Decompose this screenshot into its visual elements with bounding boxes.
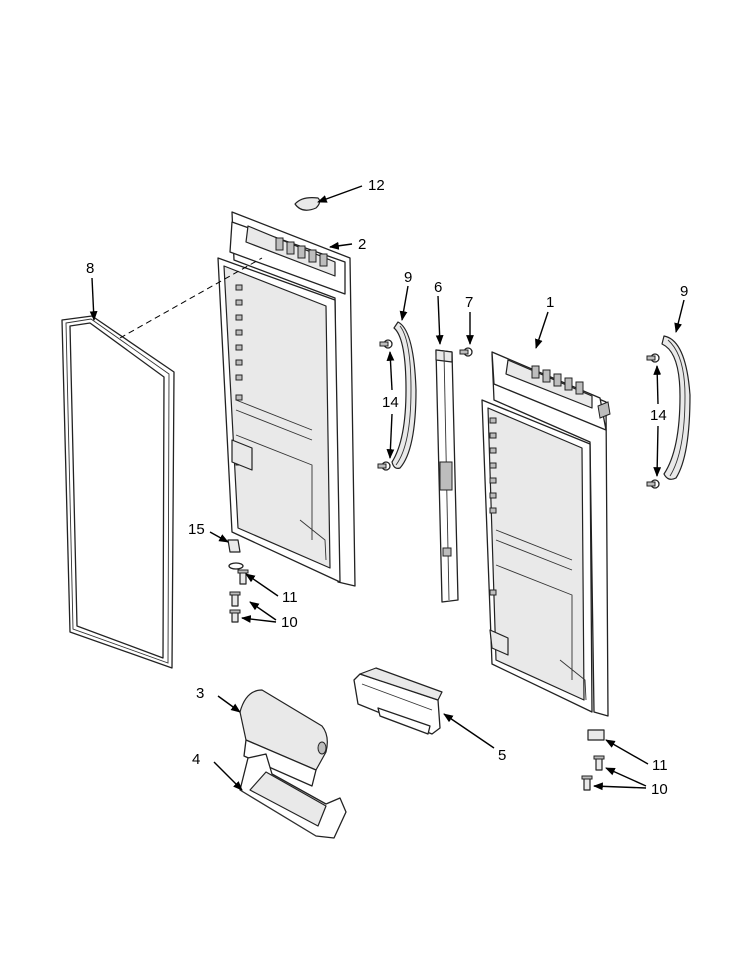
callout-7: 7 <box>465 294 473 311</box>
dispenser-tray <box>239 753 347 839</box>
callout-14-right: 14 <box>650 407 667 424</box>
door-bin <box>353 667 443 735</box>
cap-part <box>294 197 321 211</box>
door-gasket <box>61 315 175 669</box>
callout-15: 15 <box>188 521 205 538</box>
screw-10-left-a <box>237 569 249 585</box>
callout-5: 5 <box>498 747 506 764</box>
door-hinge-strip <box>435 349 459 603</box>
screw-14-right-upper <box>646 353 660 363</box>
screw-part7 <box>459 347 473 357</box>
callout-11-right: 11 <box>652 757 668 774</box>
bracket-11-right <box>587 729 605 741</box>
screw-10-right-a <box>593 755 605 771</box>
callout-4: 4 <box>192 751 200 768</box>
screw-14-right-lower <box>646 479 660 489</box>
callout-3: 3 <box>196 685 204 702</box>
screw-10-left-c <box>229 609 241 623</box>
callout-10-left: 10 <box>281 614 298 631</box>
callout-14-left: 14 <box>382 394 399 411</box>
callout-10-right: 10 <box>651 781 668 798</box>
door-handle-left <box>391 321 417 469</box>
left-door-assembly <box>217 211 356 587</box>
screw-14-left-upper <box>379 339 393 349</box>
callout-1: 1 <box>546 294 554 311</box>
hinge-pin-part15 <box>227 539 241 553</box>
callout-8: 8 <box>86 260 94 277</box>
dispenser-cover <box>239 689 328 787</box>
door-handle-pockets <box>531 365 584 395</box>
callout-9-right: 9 <box>680 283 688 300</box>
leader-lines <box>89 185 685 791</box>
callout-2: 2 <box>358 236 366 253</box>
callout-11-left: 11 <box>282 589 298 606</box>
right-door-assembly <box>481 351 611 717</box>
screw-10-right-b <box>581 775 593 791</box>
washer-11-left <box>228 562 244 570</box>
door-handle-pockets <box>275 237 328 267</box>
screw-14-left-lower <box>377 461 391 471</box>
callout-12: 12 <box>368 177 385 194</box>
callout-6: 6 <box>434 279 442 296</box>
screw-10-left-b <box>229 591 241 607</box>
bin-rail-clips <box>489 417 497 596</box>
door-handle-right <box>661 335 691 480</box>
callout-9-left: 9 <box>404 269 412 286</box>
